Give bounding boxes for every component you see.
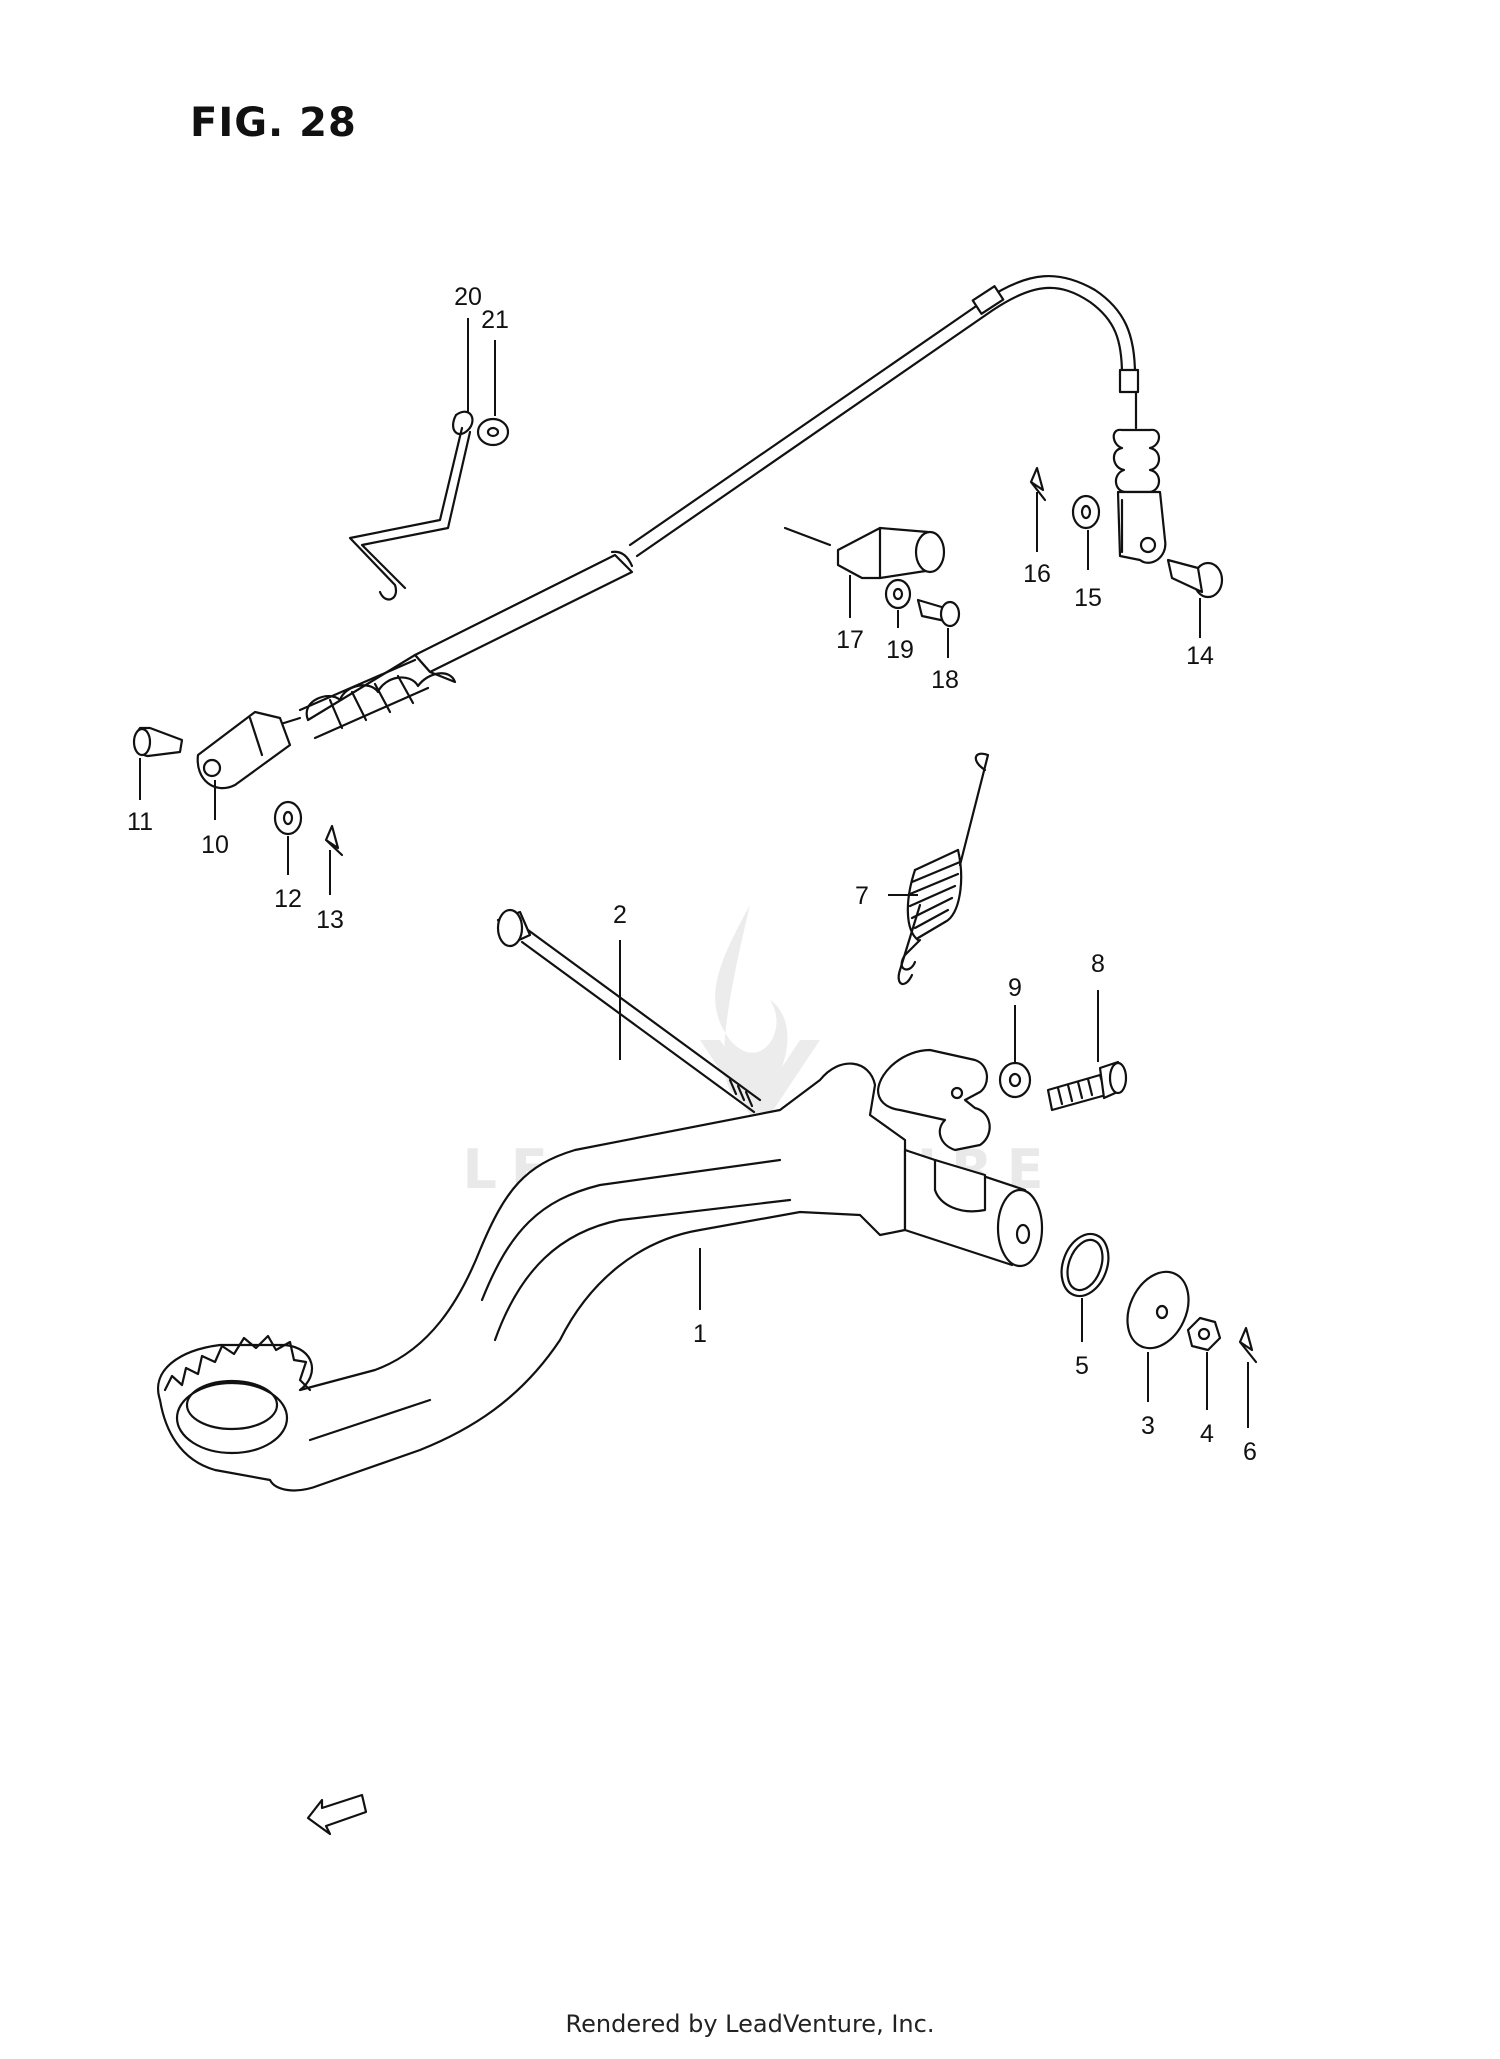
brake-cable xyxy=(132,275,1224,857)
callout-4: 4 xyxy=(1200,1420,1214,1448)
callout-12: 12 xyxy=(274,885,302,913)
callout-6: 6 xyxy=(1243,1438,1257,1466)
callout-14: 14 xyxy=(1186,642,1214,670)
callout-8: 8 xyxy=(1091,950,1105,978)
callout-3: 3 xyxy=(1141,1412,1155,1440)
leader-lines xyxy=(139,318,1249,1428)
small-parts xyxy=(1060,1232,1258,1364)
pivot-bolt xyxy=(496,908,762,1114)
callout-9: 9 xyxy=(1008,974,1022,1002)
callout-2: 2 xyxy=(613,901,627,929)
callout-labels: 1 2 3 4 5 6 7 8 9 10 11 12 13 14 15 16 1… xyxy=(127,283,1257,1466)
return-rod xyxy=(348,410,510,601)
callout-17: 17 xyxy=(836,626,864,654)
fwd-arrow: FWD xyxy=(306,1793,368,1836)
bolt-and-washer xyxy=(998,1060,1128,1112)
callout-11: 11 xyxy=(127,808,153,836)
callout-18: 18 xyxy=(931,666,959,694)
footer-credit: Rendered by LeadVenture, Inc. xyxy=(565,2010,935,2038)
callout-16: 16 xyxy=(1023,560,1051,588)
callout-20: 20 xyxy=(454,283,482,311)
brake-pedal xyxy=(157,1048,1044,1492)
callout-15: 15 xyxy=(1074,584,1102,612)
callout-10: 10 xyxy=(201,831,229,859)
callout-5: 5 xyxy=(1075,1352,1089,1380)
callout-19: 19 xyxy=(886,636,914,664)
callout-7: 7 xyxy=(855,882,869,910)
callout-21: 21 xyxy=(481,306,509,334)
callout-1: 1 xyxy=(693,1320,707,1348)
return-spring xyxy=(897,752,990,986)
figure-title: FIG. 28 xyxy=(190,100,357,146)
callout-13: 13 xyxy=(316,906,344,934)
cable-bracket xyxy=(783,526,961,628)
